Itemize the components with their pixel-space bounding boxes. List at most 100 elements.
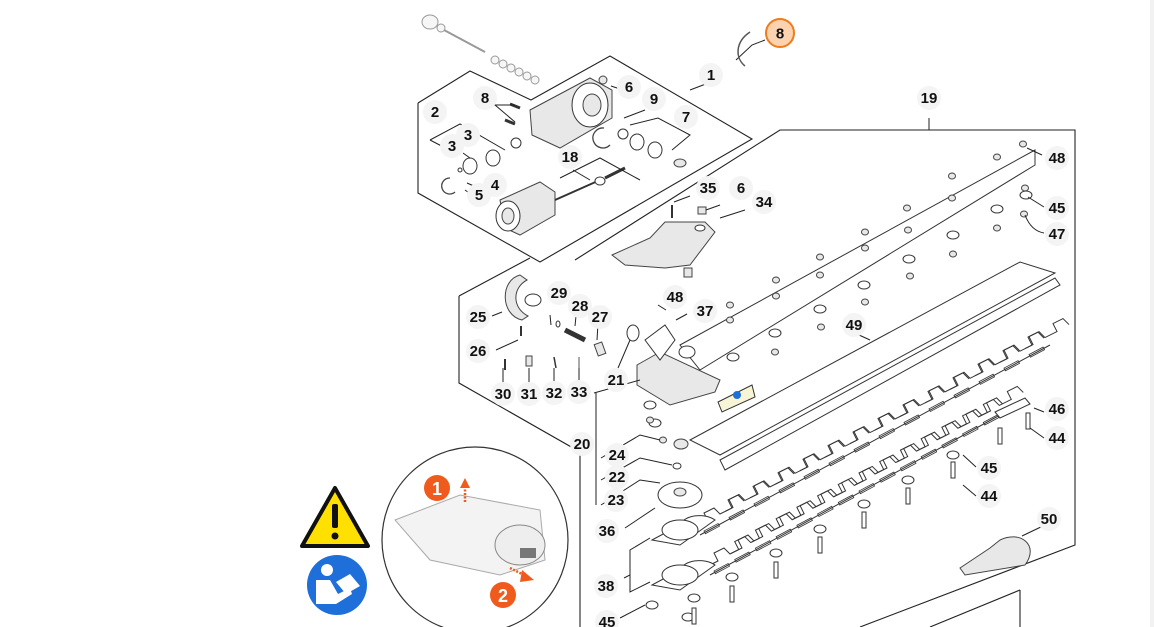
screws-8[interactable]	[504, 102, 521, 126]
bearings[interactable]	[457, 75, 687, 175]
part-label-3[interactable]: 3	[456, 123, 480, 147]
part-label-24[interactable]: 24	[605, 443, 629, 467]
part-label-22[interactable]: 22	[605, 465, 629, 489]
blade-upper[interactable]	[699, 317, 1070, 536]
svg-text:45: 45	[981, 460, 998, 477]
washer	[1019, 190, 1033, 200]
svg-text:3: 3	[464, 127, 472, 144]
part-label-45[interactable]: 45	[977, 456, 1001, 480]
nut	[903, 204, 911, 212]
part-label-45[interactable]: 45	[1045, 196, 1069, 220]
svg-text:1: 1	[432, 479, 442, 499]
part-label-9[interactable]: 9	[642, 87, 666, 111]
part-label-48[interactable]: 48	[663, 285, 687, 309]
part-label-31[interactable]: 31	[517, 382, 541, 406]
svg-text:20: 20	[574, 436, 591, 453]
nut	[772, 292, 780, 300]
part-label-48[interactable]: 48	[1045, 146, 1069, 170]
washers-and-screws[interactable]	[643, 140, 1033, 625]
part-label-26[interactable]: 26	[466, 339, 490, 363]
washer	[946, 450, 960, 460]
blade-tooth	[979, 385, 1024, 417]
part-label-35[interactable]: 35	[696, 176, 720, 200]
part-label-45[interactable]: 45	[595, 610, 619, 627]
part-label-18[interactable]: 18	[558, 145, 582, 169]
part-label-6[interactable]: 6	[617, 75, 641, 99]
plate-46[interactable]	[994, 397, 1031, 419]
spring-18[interactable]	[604, 166, 626, 180]
nut	[646, 416, 654, 424]
part-label-5[interactable]: 5	[467, 183, 491, 207]
part-label-37[interactable]: 37	[693, 299, 717, 323]
step-2-badge: 2	[490, 582, 516, 608]
connecting-rods-38[interactable]	[650, 515, 716, 591]
blade-lower[interactable]	[709, 385, 1024, 576]
part-label-44[interactable]: 44	[1045, 426, 1069, 450]
nut	[817, 323, 825, 331]
nut	[861, 228, 869, 236]
washer	[769, 548, 783, 558]
part-label-19[interactable]: 19	[917, 86, 941, 110]
circlip-9[interactable]	[592, 127, 611, 149]
part-label-2[interactable]: 2	[423, 100, 447, 124]
svg-text:5: 5	[475, 187, 483, 204]
gearbox-base[interactable]	[636, 149, 1036, 413]
step-1-badge: 1	[424, 475, 450, 501]
part-label-20[interactable]: 20	[570, 432, 594, 456]
blade-guard-50[interactable]	[959, 536, 1031, 576]
circlip-5[interactable]	[441, 177, 456, 195]
part-label-8[interactable]: 8	[473, 86, 497, 110]
part-label-46[interactable]: 46	[1045, 397, 1069, 421]
part-label-38[interactable]: 38	[594, 574, 618, 598]
svg-text:33: 33	[571, 384, 588, 401]
part-label-7[interactable]: 7	[674, 105, 698, 129]
part-label-21[interactable]: 21	[604, 368, 628, 392]
part-label-27[interactable]: 27	[588, 305, 612, 329]
handle-34[interactable]	[611, 205, 716, 278]
svg-text:9: 9	[650, 91, 658, 108]
gear-housing[interactable]	[529, 77, 613, 149]
scrollbar[interactable]	[1150, 0, 1154, 627]
drive-plate-36[interactable]	[657, 438, 703, 509]
washer	[902, 254, 916, 264]
nut	[1021, 184, 1029, 192]
small-parts[interactable]	[504, 320, 640, 370]
part-label-23[interactable]: 23	[604, 488, 628, 512]
clip-10[interactable]	[737, 31, 751, 67]
nut	[993, 153, 1001, 161]
svg-text:6: 6	[737, 180, 745, 197]
part-label-34[interactable]: 34	[752, 190, 776, 214]
svg-text:24: 24	[609, 447, 626, 464]
washer	[813, 524, 827, 534]
part-label-29[interactable]: 29	[547, 281, 571, 305]
svg-text:4: 4	[491, 177, 500, 194]
part-label-32[interactable]: 32	[542, 381, 566, 405]
clutch-drum[interactable]	[495, 176, 606, 236]
washer	[990, 204, 1004, 214]
washer	[946, 230, 960, 240]
part-label-49[interactable]: 49	[842, 313, 866, 337]
nut	[861, 298, 869, 306]
band-25[interactable]	[504, 274, 542, 321]
callout-10-highlighted[interactable]: 8	[765, 18, 795, 48]
part-label-30[interactable]: 30	[491, 382, 515, 406]
washer	[726, 352, 740, 362]
svg-text:29: 29	[551, 285, 568, 302]
part-label-28[interactable]: 28	[568, 294, 592, 318]
part-label-47[interactable]: 47	[1045, 222, 1069, 246]
screw	[861, 511, 867, 529]
part-label-6[interactable]: 6	[729, 176, 753, 200]
svg-text:48: 48	[667, 289, 684, 306]
svg-text:46: 46	[1049, 401, 1066, 418]
part-label-1[interactable]: 1	[699, 63, 723, 87]
svg-text:28: 28	[572, 298, 589, 315]
screw	[817, 536, 823, 554]
part-label-25[interactable]: 25	[466, 305, 490, 329]
part-label-33[interactable]: 33	[567, 380, 591, 404]
part-label-50[interactable]: 50	[1037, 507, 1061, 531]
part-label-44[interactable]: 44	[977, 484, 1001, 508]
part-label-36[interactable]: 36	[595, 519, 619, 543]
rail-49[interactable]	[688, 261, 1061, 471]
nut	[1019, 140, 1027, 148]
